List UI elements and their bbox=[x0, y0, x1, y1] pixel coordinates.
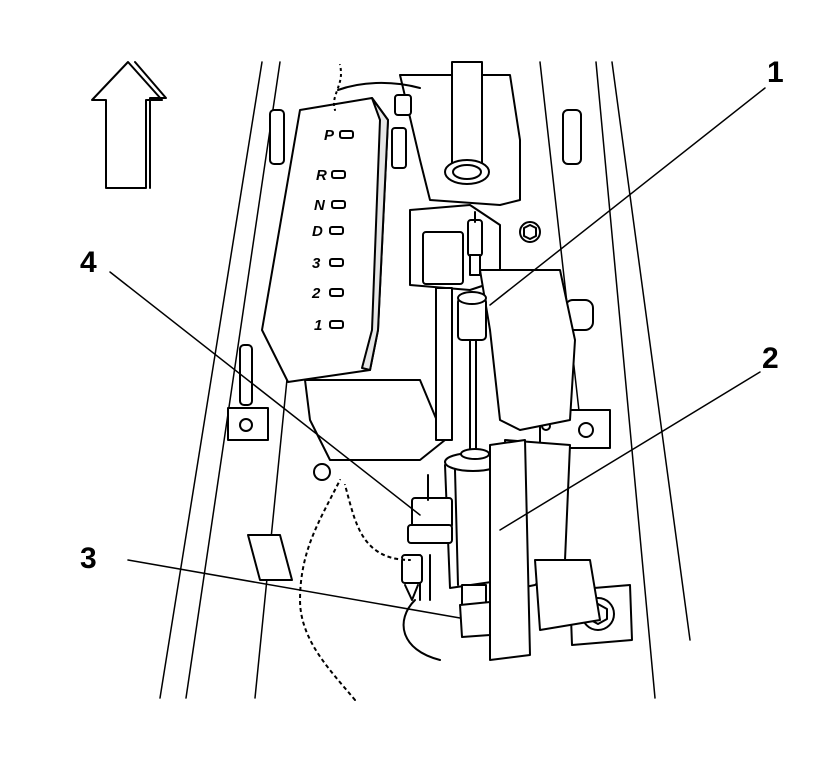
gear-position-r: R bbox=[316, 167, 327, 184]
electrical-connector bbox=[401, 474, 453, 661]
gear-position-p: P bbox=[324, 127, 335, 144]
callout-3: 3 bbox=[80, 542, 97, 575]
park-lock-connector bbox=[422, 211, 487, 451]
gear-position-2: 2 bbox=[311, 285, 321, 302]
gear-position-d: D bbox=[312, 223, 323, 240]
gear-position-1: 1 bbox=[314, 317, 322, 334]
leader-lines bbox=[109, 87, 766, 619]
callout-2: 2 bbox=[762, 342, 779, 375]
wire-harness-top bbox=[332, 64, 421, 111]
callout-4: 4 bbox=[80, 246, 97, 279]
nut-icon bbox=[519, 221, 541, 243]
nut-icon bbox=[313, 463, 331, 481]
shift-lever bbox=[444, 61, 490, 185]
left-bracket bbox=[227, 109, 293, 581]
leader-line-3 bbox=[127, 559, 461, 619]
leader-line-4 bbox=[109, 271, 421, 516]
shifter-housing bbox=[304, 74, 601, 631]
wire-harness-lower bbox=[297, 479, 411, 702]
forward-arrow-icon bbox=[91, 61, 167, 189]
leader-line-2 bbox=[499, 371, 761, 531]
leader-line-1 bbox=[489, 87, 766, 306]
gear-indicator-plate: P R N D 3 2 1 bbox=[261, 94, 412, 383]
callout-1: 1 bbox=[767, 56, 784, 89]
shift-lock-solenoid bbox=[444, 439, 531, 661]
gear-position-n: N bbox=[314, 197, 326, 214]
gear-position-3: 3 bbox=[312, 255, 321, 272]
